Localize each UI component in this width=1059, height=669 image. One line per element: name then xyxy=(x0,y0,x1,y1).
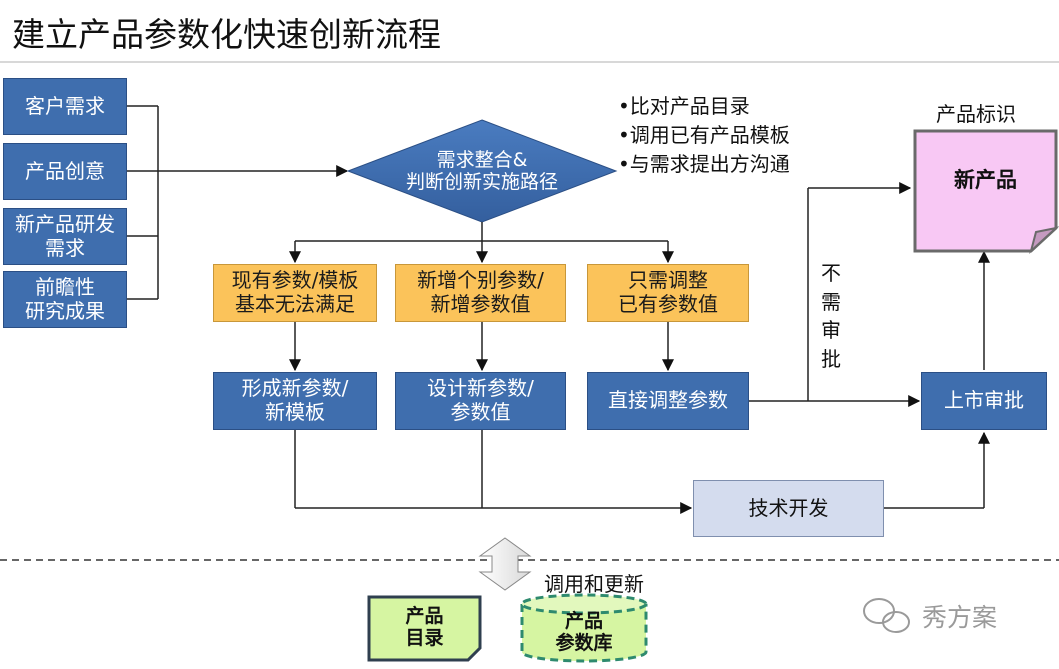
new-product-label: 新产品 xyxy=(954,167,1017,192)
product-catalog-shape xyxy=(367,595,482,662)
double-arrow-icon xyxy=(478,537,532,591)
no-approval-char: 不 xyxy=(821,261,841,285)
action-design-params: 设计新参数/ 参数值 xyxy=(395,372,566,430)
tech-dev-connectors xyxy=(294,430,990,514)
no-approval-label: 不 需 审 批 xyxy=(820,259,842,373)
parameter-library-label: 产品 参数库 xyxy=(555,609,613,654)
direct-adjust-connectors xyxy=(749,182,990,407)
path-cannot-meet: 现有参数/模板 基本无法满足 xyxy=(213,264,377,322)
tech-development-box: 技术开发 xyxy=(693,480,884,537)
no-approval-char: 需 xyxy=(821,289,841,314)
no-approval-char: 审 xyxy=(821,318,841,343)
path-adjust-only: 只需调整 已有参数值 xyxy=(587,264,749,322)
watermark-text: 秀方案 xyxy=(922,603,998,632)
no-approval-char: 批 xyxy=(821,346,841,371)
path-add-params: 新增个别参数/ 新增参数值 xyxy=(395,264,566,322)
action-new-template: 形成新参数/ 新模板 xyxy=(213,372,377,430)
input-customer-demand: 客户需求 xyxy=(3,78,127,135)
note-use-template: •调用已有产品模板 xyxy=(618,123,790,147)
note-communicate: •与需求提出方沟通 xyxy=(618,152,790,176)
input-forward-research: 前瞻性 研究成果 xyxy=(3,271,127,328)
note-compare-catalog: •比对产品目录 xyxy=(618,94,750,118)
action-direct-adjust: 直接调整参数 xyxy=(587,372,749,430)
new-product-shape xyxy=(913,129,1059,255)
input-product-idea: 产品创意 xyxy=(3,143,127,200)
product-catalog-label: 产品 目录 xyxy=(405,604,444,649)
product-id-label: 产品标识 xyxy=(936,102,1016,126)
page-title: 建立产品参数化快速创新流程 xyxy=(12,15,441,54)
input-rnd-demand: 新产品研发 需求 xyxy=(3,208,127,265)
decision-label: 需求整合& 判断创新实施路径 xyxy=(405,148,558,193)
parameter-library-shape xyxy=(520,593,648,663)
branch-connectors xyxy=(289,222,674,372)
market-approval-box: 上市审批 xyxy=(921,372,1047,430)
call-update-label: 调用和更新 xyxy=(544,572,644,596)
wechat-icon xyxy=(863,598,910,633)
inputs-bracket xyxy=(127,105,349,300)
